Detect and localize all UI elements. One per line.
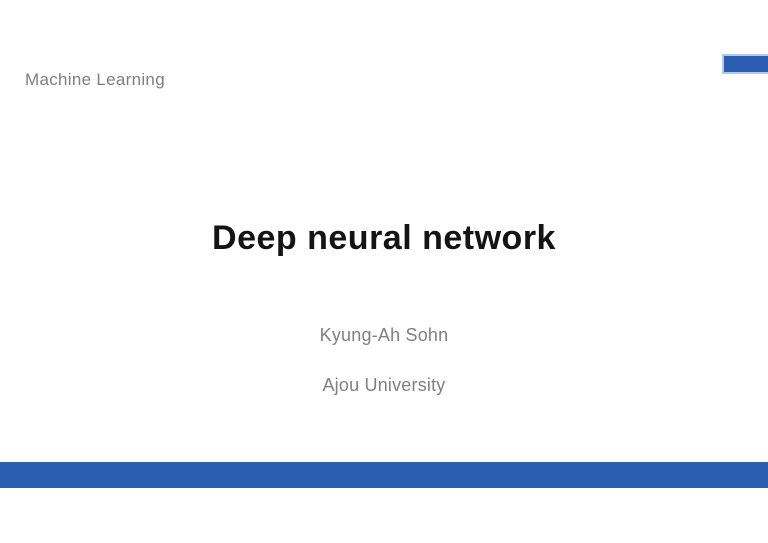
footer-bar (0, 462, 768, 488)
affiliation: Ajou University (322, 375, 446, 395)
accent-rectangle (722, 54, 768, 74)
author-name: Kyung-Ah Sohn (319, 325, 449, 345)
course-label: Machine Learning (25, 70, 165, 89)
slide-title: Deep neural network (212, 219, 556, 257)
